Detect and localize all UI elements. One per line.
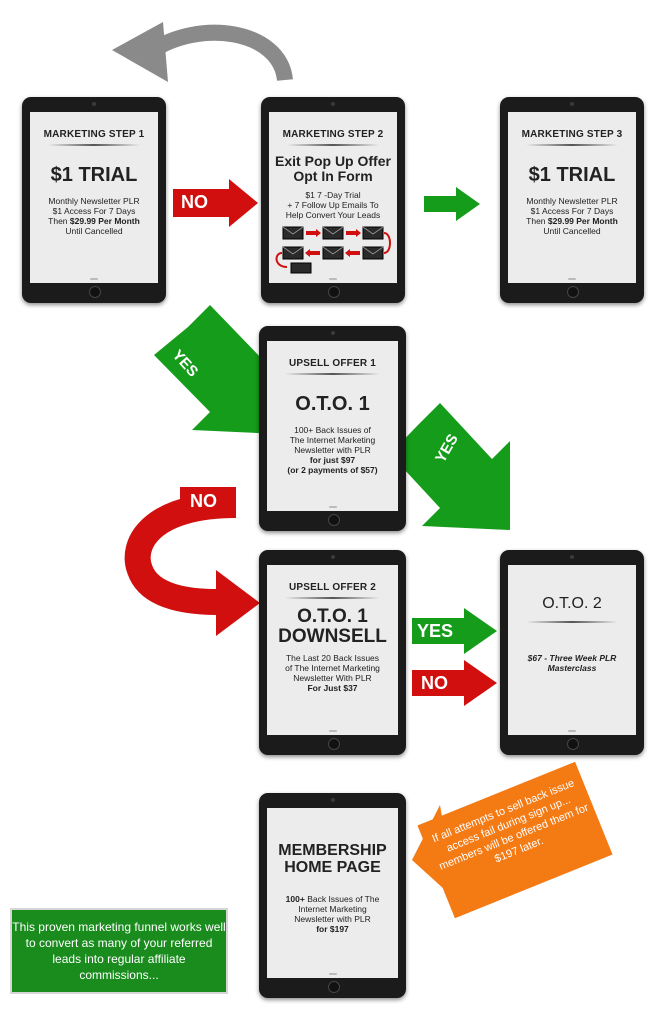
step-line: for just $97: [309, 455, 356, 465]
step-line: $1 Access For 7 Days: [52, 206, 136, 216]
no-arrow-upsell2-oto2: [412, 660, 497, 706]
step-line: Then: [48, 216, 68, 226]
screen-step-2: MARKETING STEP 2 Exit Pop Up Offer Opt I…: [269, 112, 397, 283]
green-info-note: This proven marketing funnel works well …: [10, 908, 228, 994]
step-line: Help Convert Your Leads: [285, 210, 381, 220]
yes-arrow-step1-upsell1: [154, 305, 284, 434]
step-headline: O.T.O. 2: [542, 595, 602, 612]
step-line: Until Cancelled: [543, 226, 601, 236]
step-title: MARKETING STEP 2: [282, 129, 384, 140]
email-sequence-icon: [275, 226, 391, 274]
yes-arrow-upsell1-oto2: [390, 403, 510, 530]
step-headline: O.T.O. 1: [295, 393, 370, 415]
step-line: + 7 Follow Up Emails To: [287, 200, 379, 210]
step-line: The Last 20 Back Issues: [285, 653, 380, 663]
step-title: UPSELL OFFER 2: [288, 582, 377, 593]
tablet-oto-2: O.T.O. 2 $67 - Three Week PLR Masterclas…: [500, 550, 644, 755]
step-line: (or 2 payments of $57): [287, 465, 378, 475]
step-line: Newsletter With PLR: [293, 673, 372, 683]
step-line: for $197: [316, 924, 349, 934]
step-title: MARKETING STEP 3: [521, 129, 623, 140]
step-line: Masterclass: [547, 663, 597, 673]
step-line: Until Cancelled: [65, 226, 123, 236]
step-headline: $1 TRIAL: [528, 164, 616, 186]
no-label-step1: NO: [181, 192, 208, 212]
step-line: $1 Access For 7 Days: [530, 206, 614, 216]
step-line: Newsletter with PLR: [294, 445, 371, 455]
step-line: $29.99 Per Month: [69, 216, 140, 226]
step-headline: $1 TRIAL: [50, 164, 138, 186]
tablet-upsell-offer-1: UPSELL OFFER 1 O.T.O. 1 100+ Back Issues…: [259, 326, 406, 531]
step-title: UPSELL OFFER 1: [288, 358, 377, 369]
step-line: Monthly Newsletter PLR: [48, 196, 140, 206]
step-headline: O.T.O. 1 DOWNSELL: [278, 606, 387, 647]
step-line: For Just $37: [307, 683, 358, 693]
step-headline: Exit Pop Up Offer Opt In Form: [275, 153, 391, 184]
screen-upsell-2: UPSELL OFFER 2 O.T.O. 1 DOWNSELL The Las…: [267, 565, 398, 735]
no-arrow-upsell1-upsell2: [124, 487, 260, 636]
step-line: Newsletter with PLR: [294, 914, 371, 924]
tablet-marketing-step-3: MARKETING STEP 3 $1 TRIAL Monthly Newsle…: [500, 97, 644, 303]
step-line: $29.99 Per Month: [547, 216, 618, 226]
step-line: Internet Marketing: [298, 904, 367, 914]
step-line: of The Internet Marketing: [285, 663, 380, 673]
tablet-marketing-step-1: MARKETING STEP 1 $1 TRIAL Monthly Newsle…: [22, 97, 166, 303]
screen-oto-2: O.T.O. 2 $67 - Three Week PLR Masterclas…: [508, 565, 636, 735]
step-line: 100+: [285, 894, 305, 904]
tablet-marketing-step-2: MARKETING STEP 2 Exit Pop Up Offer Opt I…: [261, 97, 405, 303]
no-label-upsell2: NO: [421, 673, 448, 693]
screen-upsell-1: UPSELL OFFER 1 O.T.O. 1 100+ Back Issues…: [267, 341, 398, 511]
step-line: Monthly Newsletter PLR: [526, 196, 618, 206]
step-line: 100+ Back Issues of: [294, 425, 371, 435]
step-title: MARKETING STEP 1: [43, 129, 145, 140]
screen-step-1: MARKETING STEP 1 $1 TRIAL Monthly Newsle…: [30, 112, 158, 283]
step-headline: MEMBERSHIP HOME PAGE: [278, 842, 387, 876]
tablet-membership-home: MEMBERSHIP HOME PAGE 100+ Back Issues of…: [259, 793, 406, 998]
tablet-upsell-offer-2: UPSELL OFFER 2 O.T.O. 1 DOWNSELL The Las…: [259, 550, 406, 755]
step-line: $67 - Three Week PLR: [527, 653, 617, 663]
step-line: Back Issues of The: [307, 894, 380, 904]
step-line: Then: [526, 216, 546, 226]
yes-arrow-upsell2-oto2: [412, 608, 497, 654]
yes-label-upsell2: YES: [417, 621, 454, 641]
screen-step-3: MARKETING STEP 3 $1 TRIAL Monthly Newsle…: [508, 112, 636, 283]
screen-membership: MEMBERSHIP HOME PAGE 100+ Back Issues of…: [267, 808, 398, 978]
green-arrow-step2-step3: [424, 187, 480, 221]
no-arrow-step1-step2: [173, 179, 258, 227]
step-line: The Internet Marketing: [289, 435, 376, 445]
no-label-upsell1: NO: [190, 491, 217, 511]
step-line: $1 7 -Day Trial: [305, 190, 361, 200]
gray-loop-arrow: [112, 22, 293, 82]
